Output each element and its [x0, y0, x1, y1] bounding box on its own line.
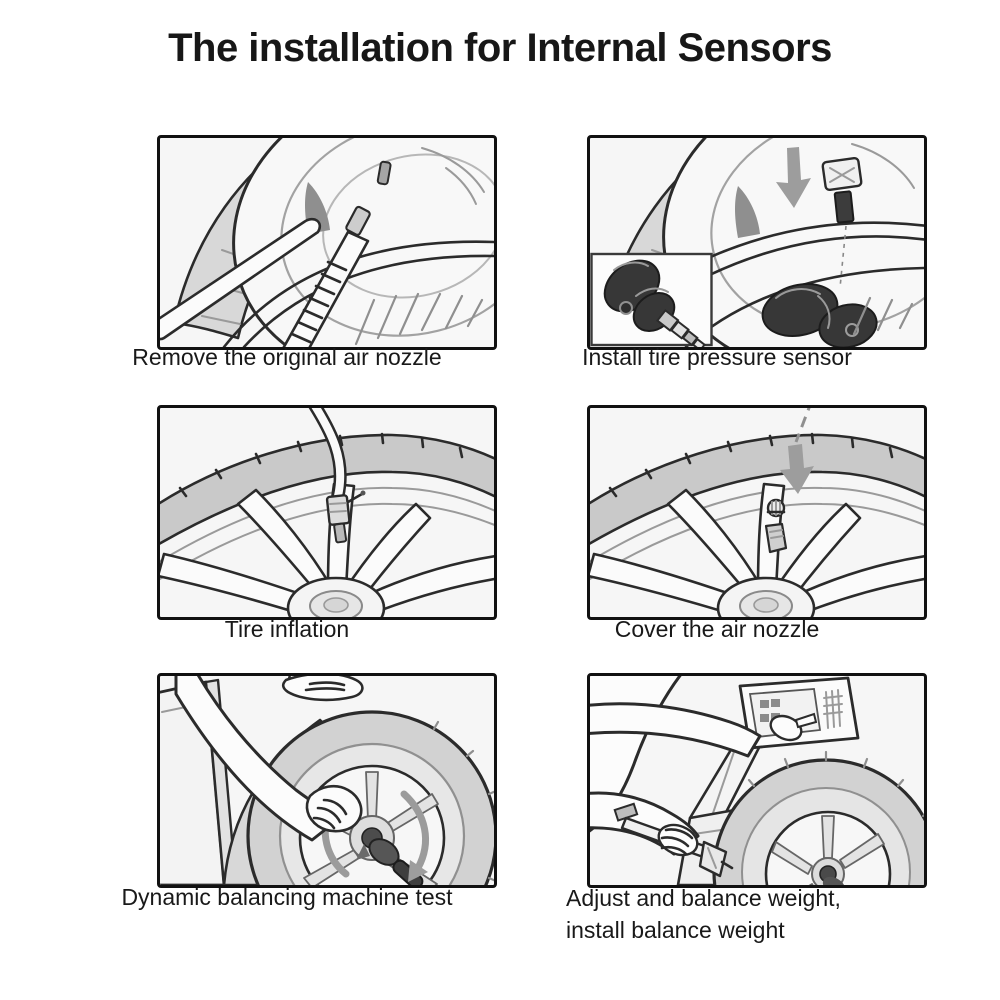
step-5-caption: Dynamic balancing machine test [121, 884, 453, 910]
operator-arm [174, 676, 363, 842]
wheel-hub [286, 576, 386, 617]
hand-at-console [769, 714, 803, 742]
tread-grooves [354, 292, 484, 346]
tread-ticks [747, 750, 924, 818]
page-title: The installation for Internal Sensors [168, 26, 832, 70]
pry-bar-tool [160, 217, 322, 341]
step-3-caption: Tire inflation [224, 616, 350, 642]
arm-with-tool [590, 791, 734, 878]
valve-stem [764, 522, 788, 554]
wheel-hub [716, 576, 816, 617]
step-6-panel [587, 673, 927, 888]
step-6-caption: Adjust and balance weight, install balan… [566, 885, 841, 943]
tpms-sensor-closeup [603, 259, 706, 347]
valve-removal-tool [282, 205, 371, 347]
sensor-inset-box [590, 252, 713, 347]
step-4-panel [587, 405, 927, 620]
balance-weight-illustration [590, 676, 924, 885]
valve-cap [766, 498, 786, 518]
step-1-panel [157, 135, 497, 350]
tire-tread-band [590, 432, 924, 545]
air-hose [308, 408, 347, 503]
remove-air-nozzle-illustration [160, 138, 494, 347]
hand-on-tire [281, 676, 364, 702]
tire-inflation-illustration [160, 408, 494, 617]
arm-to-console [590, 702, 818, 758]
sensor-valve-stem [655, 308, 706, 347]
tread-grooves [852, 296, 914, 336]
hand-on-hub [305, 784, 363, 833]
tire-tread-band [160, 432, 494, 545]
step-3-panel [157, 405, 497, 620]
wheel [712, 750, 924, 885]
valve-nut-assembly [821, 156, 863, 289]
balancing-machine-illustration [160, 676, 494, 885]
rim-spokes [771, 815, 885, 885]
step-2-caption: Install tire pressure sensor [582, 344, 852, 370]
rim-flange-lines [160, 486, 494, 581]
step-5-panel [157, 673, 497, 888]
install-sensor-illustration [590, 138, 924, 347]
step-4-caption: Cover the air nozzle [614, 616, 820, 642]
inflation-chuck [325, 490, 366, 544]
wheel-spokes [590, 482, 924, 617]
dashed-guide-line [794, 408, 811, 443]
valve-stem [376, 160, 392, 186]
cover-arrow-icon [780, 444, 814, 494]
install-arrow-icon [776, 147, 811, 208]
pointing-finger [794, 712, 818, 729]
step-2-panel [587, 135, 927, 350]
cover-air-nozzle-illustration [590, 408, 924, 617]
step-1-caption: Remove the original air nozzle [132, 344, 442, 370]
valve-stem [333, 522, 348, 544]
tread-ticks [432, 720, 494, 882]
bead-shadow [735, 186, 760, 238]
